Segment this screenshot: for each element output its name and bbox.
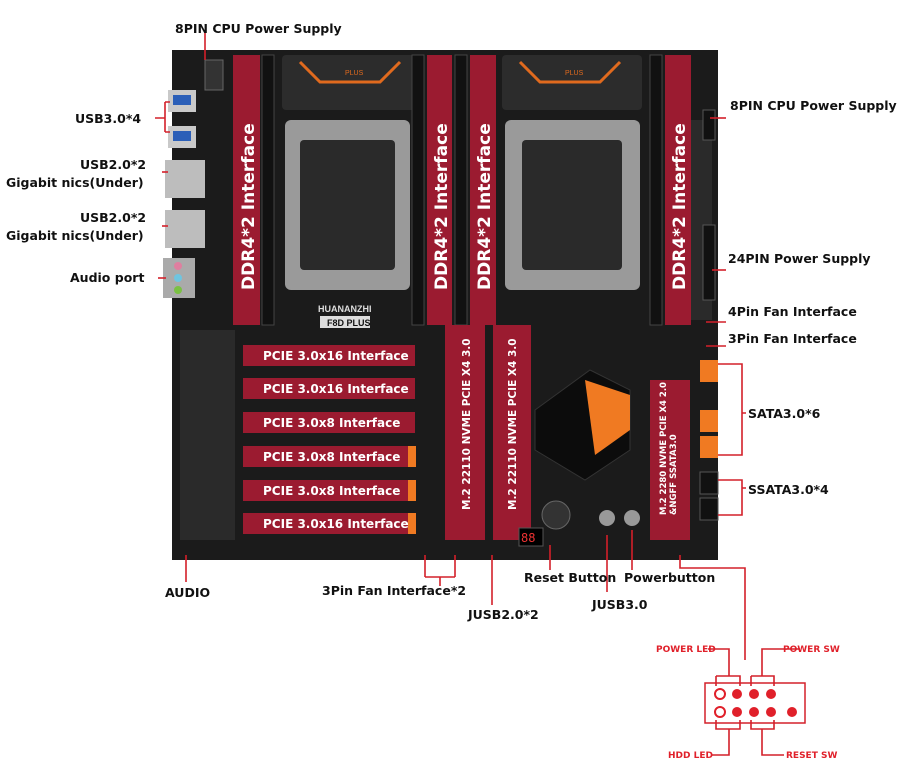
pcie-slot-label: PCIE 3.0x8 Interface [263, 450, 400, 464]
m2-slot-label: M.2 2280 NVME PCIE X4 2.0 [659, 382, 669, 515]
label-usb30: USB3.0*4 [75, 111, 141, 126]
ddr-slot-label: DDR4*2 Interface [239, 123, 259, 290]
label-cpu-power-left: 8PIN CPU Power Supply [175, 21, 342, 36]
pcie-slot-label: PCIE 3.0x16 Interface [263, 517, 409, 531]
heatsink-label: PLUS [345, 70, 364, 77]
m2-slots: M.2 22110 NVME PCIE X4 3.0 M.2 22110 NVM… [445, 325, 690, 540]
pcie-slot-label: PCIE 3.0x16 Interface [263, 382, 409, 396]
cpu-socket [285, 120, 640, 290]
front-panel-header-diagram: POWER LED POWER SW HDD LED RESET SW [656, 645, 840, 761]
m2-slot-label: M.2 22110 NVME PCIE X4 3.0 [507, 338, 519, 510]
label-audio-port: Audio port [70, 270, 144, 285]
pcie-slot-label: PCIE 3.0x16 Interface [263, 349, 409, 363]
label-4pin-fan: 4Pin Fan Interface [728, 304, 857, 319]
label-audio: AUDIO [165, 585, 210, 600]
label-jusb30: JUSB3.0 [591, 597, 648, 612]
pcie-slot-label: PCIE 3.0x8 Interface [263, 484, 400, 498]
label-reset-sw: RESET SW [786, 751, 837, 761]
label-power-led: POWER LED [656, 645, 716, 655]
leader-lines [155, 30, 746, 660]
ddr-slot-label: DDR4*2 Interface [432, 123, 452, 290]
label-gigabit-nics: Gigabit nics(Under) [6, 228, 144, 243]
pcie-slots: PCIE 3.0x16 Interface PCIE 3.0x16 Interf… [243, 345, 416, 534]
label-reset-button: Reset Button [524, 570, 616, 585]
debug-led-display: 88 [521, 531, 535, 545]
model-label: F8D PLUS [327, 318, 371, 328]
rear-io [163, 59, 224, 298]
label-cpu-power-right: 8PIN CPU Power Supply [730, 98, 897, 113]
label-usb20: USB2.0*2 [80, 210, 146, 225]
ddr-slot-label: DDR4*2 Interface [475, 123, 495, 290]
ddr-slot-label: DDR4*2 Interface [670, 123, 690, 290]
m2-slot-label: &NGFF SSATA3.0 [669, 434, 679, 515]
sata-connectors [699, 109, 719, 521]
label-ssata: SSATA3.0*4 [748, 482, 829, 497]
label-power-button: Powerbutton [624, 570, 715, 585]
pcie-slot-label: PCIE 3.0x8 Interface [263, 416, 400, 430]
label-sata: SATA3.0*6 [748, 406, 821, 421]
label-jusb20: JUSB2.0*2 [467, 607, 539, 622]
m2-slot-label: M.2 22110 NVME PCIE X4 3.0 [461, 338, 473, 510]
label-hdd-led: HDD LED [668, 751, 713, 761]
ddr-slots: DDR4*2 Interface DDR4*2 Interface DDR4*2… [233, 54, 691, 326]
label-usb20: USB2.0*2 [80, 157, 146, 172]
label-gigabit-nics: Gigabit nics(Under) [6, 175, 144, 190]
vrm-heatsinks: PLUS PLUS [282, 55, 642, 110]
heatsink-label: PLUS [565, 70, 584, 77]
chipset-heatsink [534, 369, 631, 481]
label-power-sw: POWER SW [783, 645, 840, 655]
label-24pin-power: 24PIN Power Supply [728, 251, 871, 266]
label-3pin-fan-x2: 3Pin Fan Interface*2 [322, 583, 466, 598]
label-3pin-fan: 3Pin Fan Interface [728, 331, 857, 346]
brand-logo: HUANANZHI [318, 304, 372, 314]
